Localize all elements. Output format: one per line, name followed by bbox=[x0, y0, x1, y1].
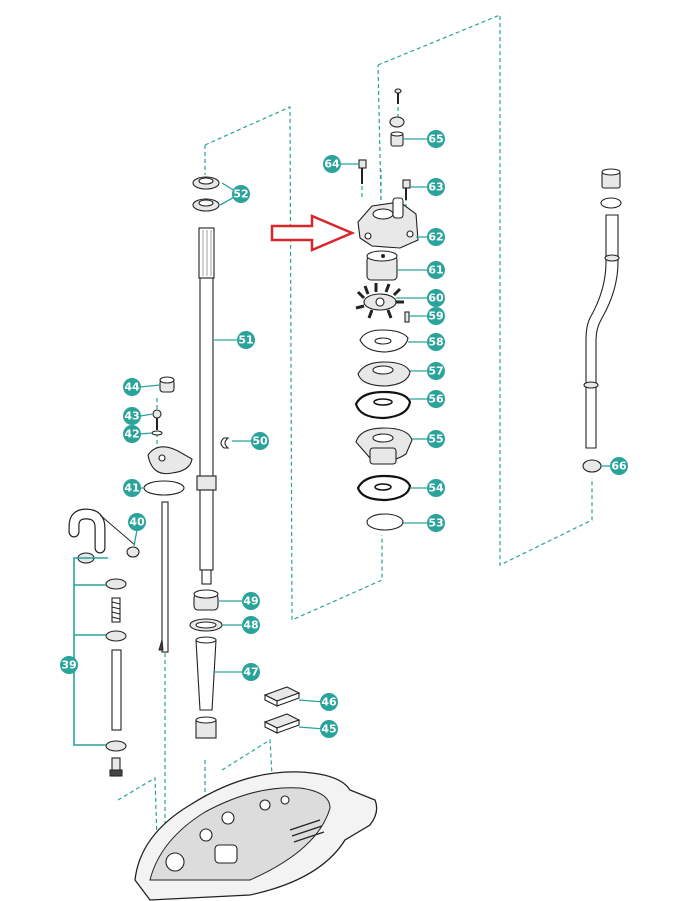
svg-text:66: 66 bbox=[611, 460, 627, 473]
impeller bbox=[355, 283, 404, 319]
shift-housing bbox=[147, 446, 193, 475]
svg-text:43: 43 bbox=[124, 410, 139, 423]
svg-text:55: 55 bbox=[428, 433, 443, 446]
svg-text:56: 56 bbox=[428, 393, 444, 406]
svg-text:41: 41 bbox=[124, 482, 139, 495]
lower-case bbox=[134, 771, 378, 901]
key bbox=[404, 311, 410, 323]
clip bbox=[220, 437, 230, 449]
svg-text:40: 40 bbox=[129, 516, 145, 529]
svg-text:54: 54 bbox=[428, 482, 444, 495]
bolt bbox=[152, 409, 162, 419]
callout-40: 40 bbox=[128, 513, 146, 531]
svg-text:58: 58 bbox=[428, 336, 443, 349]
callout-43: 43 bbox=[123, 407, 141, 425]
gasket-54 bbox=[356, 474, 412, 502]
leader-lines bbox=[133, 138, 612, 730]
spring bbox=[111, 597, 121, 623]
hose bbox=[69, 509, 105, 553]
callout-49: 49 bbox=[242, 592, 260, 610]
callout-42: 42 bbox=[123, 425, 141, 443]
callout-66: 66 bbox=[610, 457, 628, 475]
callout-45: 45 bbox=[320, 720, 338, 738]
svg-text:59: 59 bbox=[428, 310, 443, 323]
svg-text:65: 65 bbox=[428, 133, 443, 146]
callout-47: 47 bbox=[242, 663, 260, 681]
callout-48: 48 bbox=[242, 616, 260, 634]
callout-badges: 52 51 50 49 48 47 46 45 44 43 42 41 40 3… bbox=[60, 130, 628, 738]
callout-39: 39 bbox=[60, 656, 78, 674]
callout-58: 58 bbox=[427, 333, 445, 351]
svg-text:60: 60 bbox=[428, 292, 444, 305]
callout-41: 41 bbox=[123, 479, 141, 497]
svg-text:63: 63 bbox=[428, 181, 443, 194]
callout-54: 54 bbox=[427, 479, 445, 497]
water-pump-assembly bbox=[354, 88, 419, 531]
callout-59: 59 bbox=[427, 307, 445, 325]
callout-60: 60 bbox=[427, 289, 445, 307]
svg-text:51: 51 bbox=[238, 334, 253, 347]
callout-56: 56 bbox=[427, 390, 445, 408]
highlight-arrow bbox=[270, 214, 356, 252]
tube-grommet-bottom bbox=[582, 459, 602, 473]
svg-text:47: 47 bbox=[243, 666, 258, 679]
svg-text:45: 45 bbox=[321, 723, 336, 736]
o-ring-53 bbox=[366, 513, 404, 531]
rod bbox=[111, 649, 122, 731]
svg-text:49: 49 bbox=[243, 595, 258, 608]
svg-text:39: 39 bbox=[61, 659, 76, 672]
svg-text:50: 50 bbox=[252, 435, 268, 448]
svg-text:64: 64 bbox=[324, 158, 340, 171]
callout-50: 50 bbox=[251, 432, 269, 450]
sleeve bbox=[195, 639, 217, 711]
callout-63: 63 bbox=[427, 178, 445, 196]
svg-text:42: 42 bbox=[124, 428, 139, 441]
callout-61: 61 bbox=[427, 261, 445, 279]
drive-shaft bbox=[199, 277, 214, 479]
shims bbox=[263, 686, 301, 734]
svg-text:61: 61 bbox=[428, 264, 443, 277]
callout-52: 52 bbox=[232, 185, 250, 203]
svg-text:62: 62 bbox=[428, 231, 443, 244]
callout-57: 57 bbox=[427, 362, 445, 380]
svg-text:53: 53 bbox=[428, 517, 443, 530]
svg-text:46: 46 bbox=[321, 696, 337, 709]
assembly-guides bbox=[117, 14, 593, 841]
callout-55: 55 bbox=[427, 430, 445, 448]
water-tube-assembly bbox=[582, 168, 622, 473]
svg-text:57: 57 bbox=[428, 365, 443, 378]
shift-assembly bbox=[68, 376, 193, 777]
drive-shaft-spline bbox=[198, 227, 215, 279]
svg-text:44: 44 bbox=[124, 381, 140, 394]
o-ring bbox=[143, 480, 185, 496]
pump-housing bbox=[357, 201, 419, 249]
water-tube bbox=[585, 214, 619, 449]
svg-text:52: 52 bbox=[233, 188, 248, 201]
callout-62: 62 bbox=[427, 228, 445, 246]
drive-shaft-assembly bbox=[189, 176, 230, 739]
callout-64: 64 bbox=[323, 155, 341, 173]
grommet bbox=[126, 546, 140, 558]
callout-46: 46 bbox=[320, 693, 338, 711]
shift-rod bbox=[161, 501, 169, 653]
callout-65: 65 bbox=[427, 130, 445, 148]
callout-51: 51 bbox=[237, 331, 255, 349]
callout-53: 53 bbox=[427, 514, 445, 532]
callout-44: 44 bbox=[123, 378, 141, 396]
svg-text:48: 48 bbox=[243, 619, 258, 632]
